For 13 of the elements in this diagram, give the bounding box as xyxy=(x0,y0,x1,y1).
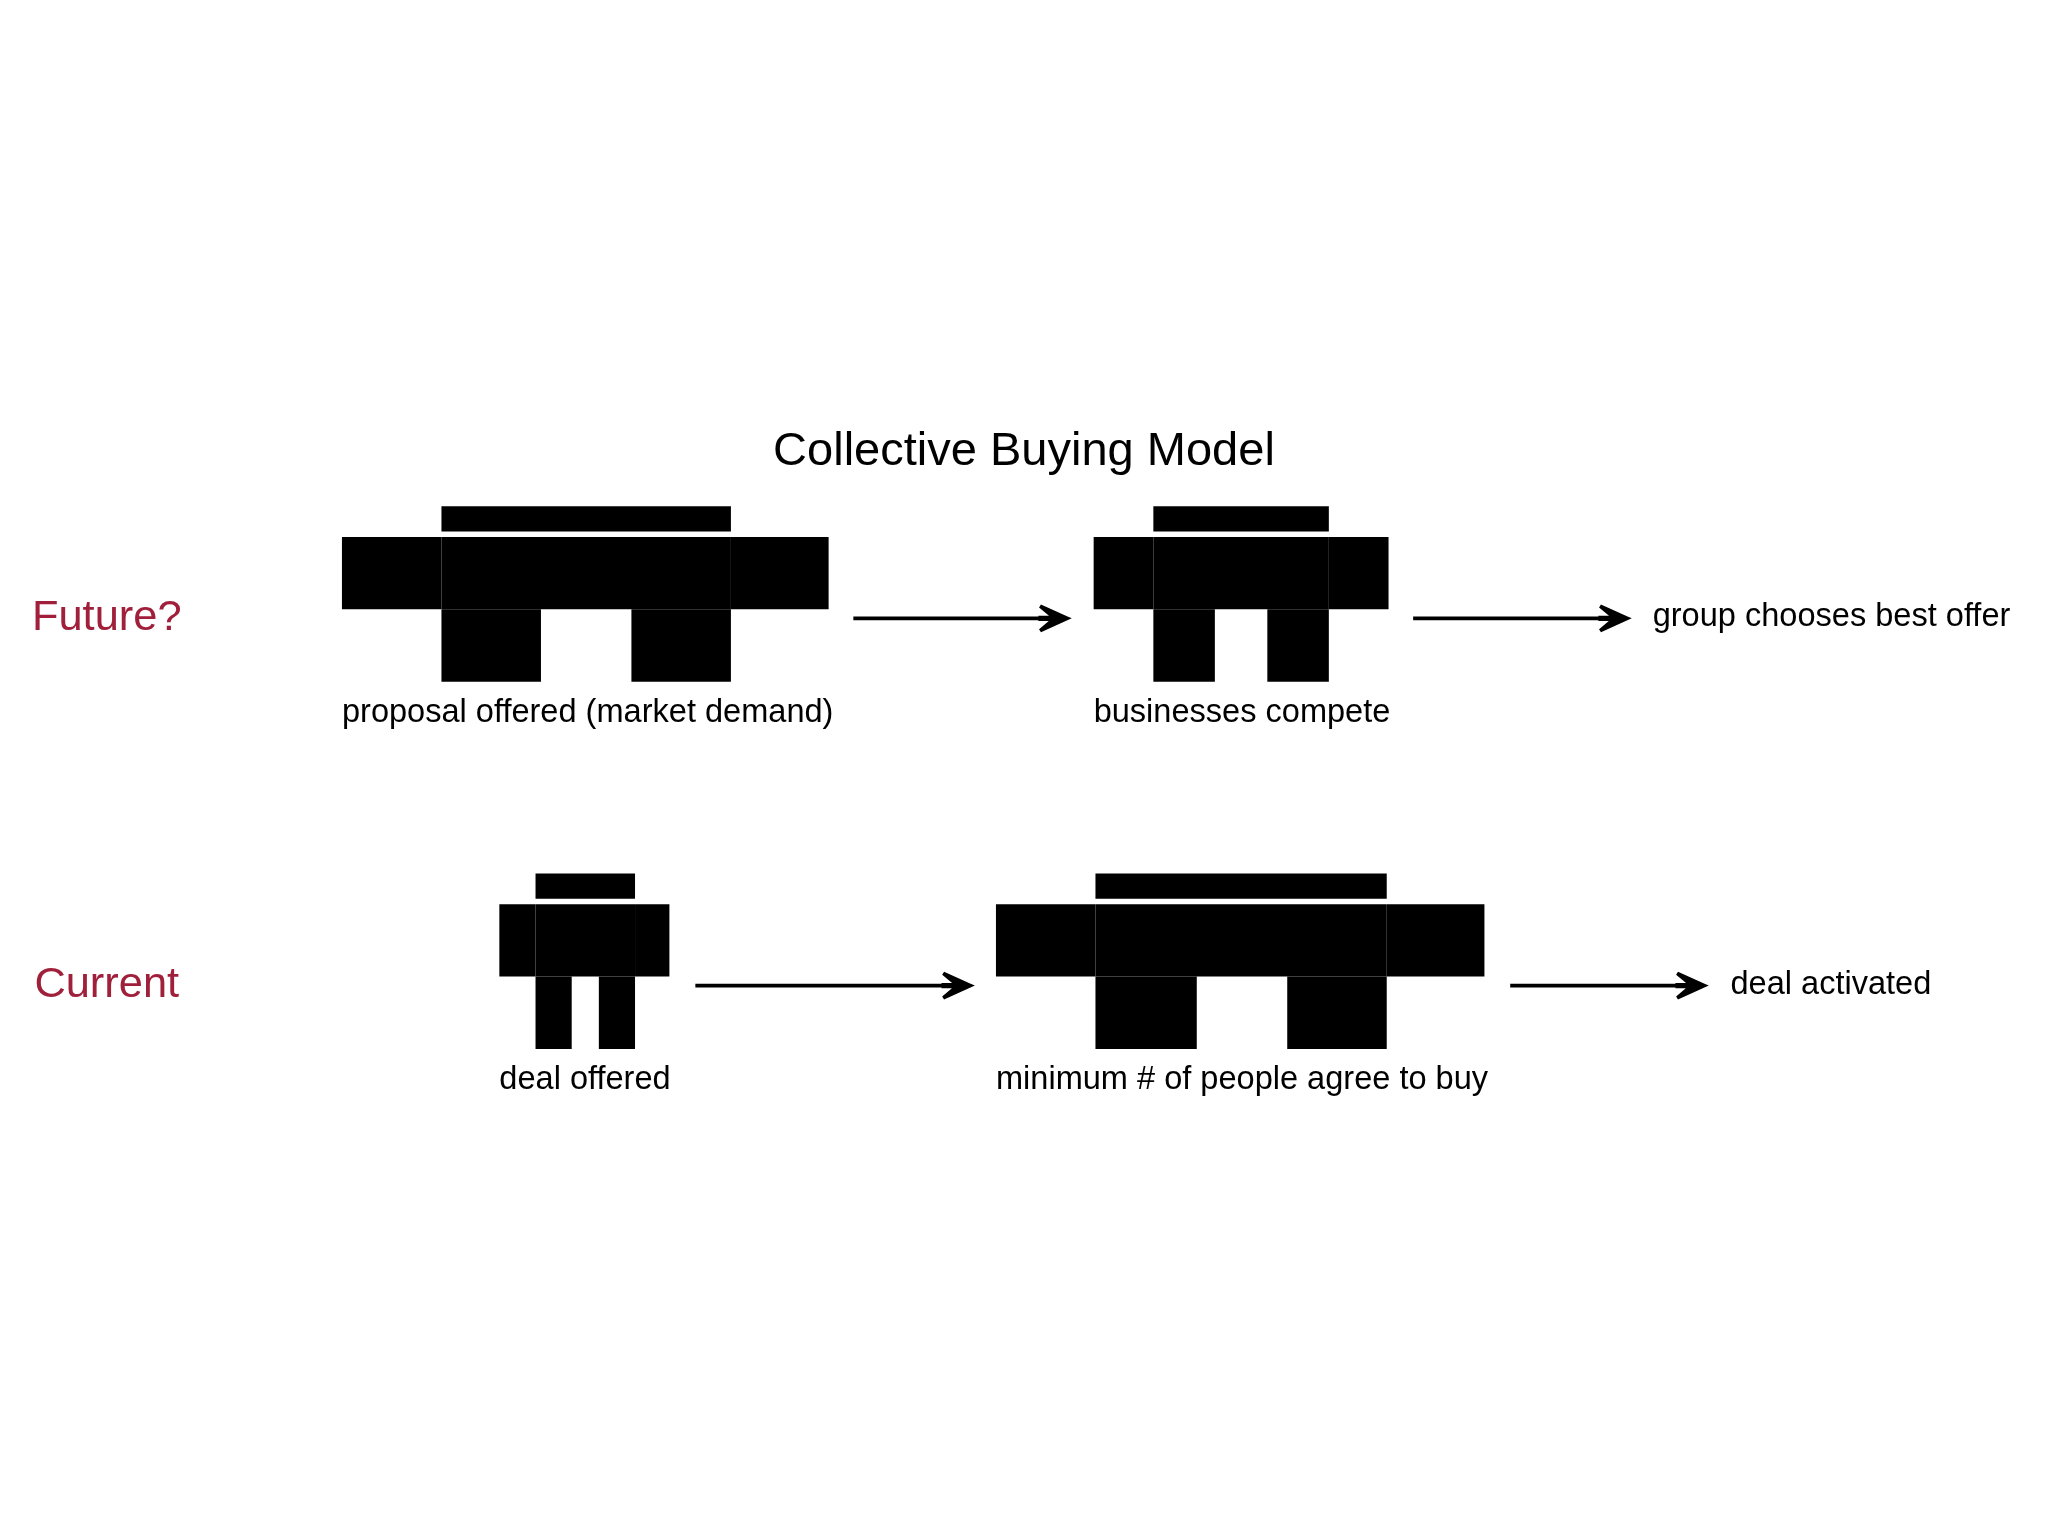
arrow xyxy=(853,603,1070,632)
arrow xyxy=(1413,603,1630,632)
node-label: proposal offered (market demand) xyxy=(341,692,834,729)
node-label: deal offered xyxy=(499,1059,671,1096)
node-label: minimum # of people agree to buy xyxy=(995,1059,1489,1096)
diagram-title: Collective Buying Model xyxy=(773,421,1275,475)
arrow xyxy=(1510,971,1707,1000)
label: Future? xyxy=(31,590,182,639)
label: Current xyxy=(34,957,180,1006)
arrow xyxy=(695,971,973,1000)
node-text: group chooses best offer xyxy=(1652,596,2011,633)
node-text: deal activated xyxy=(1730,964,1932,1001)
node-label: businesses compete xyxy=(1093,692,1391,729)
